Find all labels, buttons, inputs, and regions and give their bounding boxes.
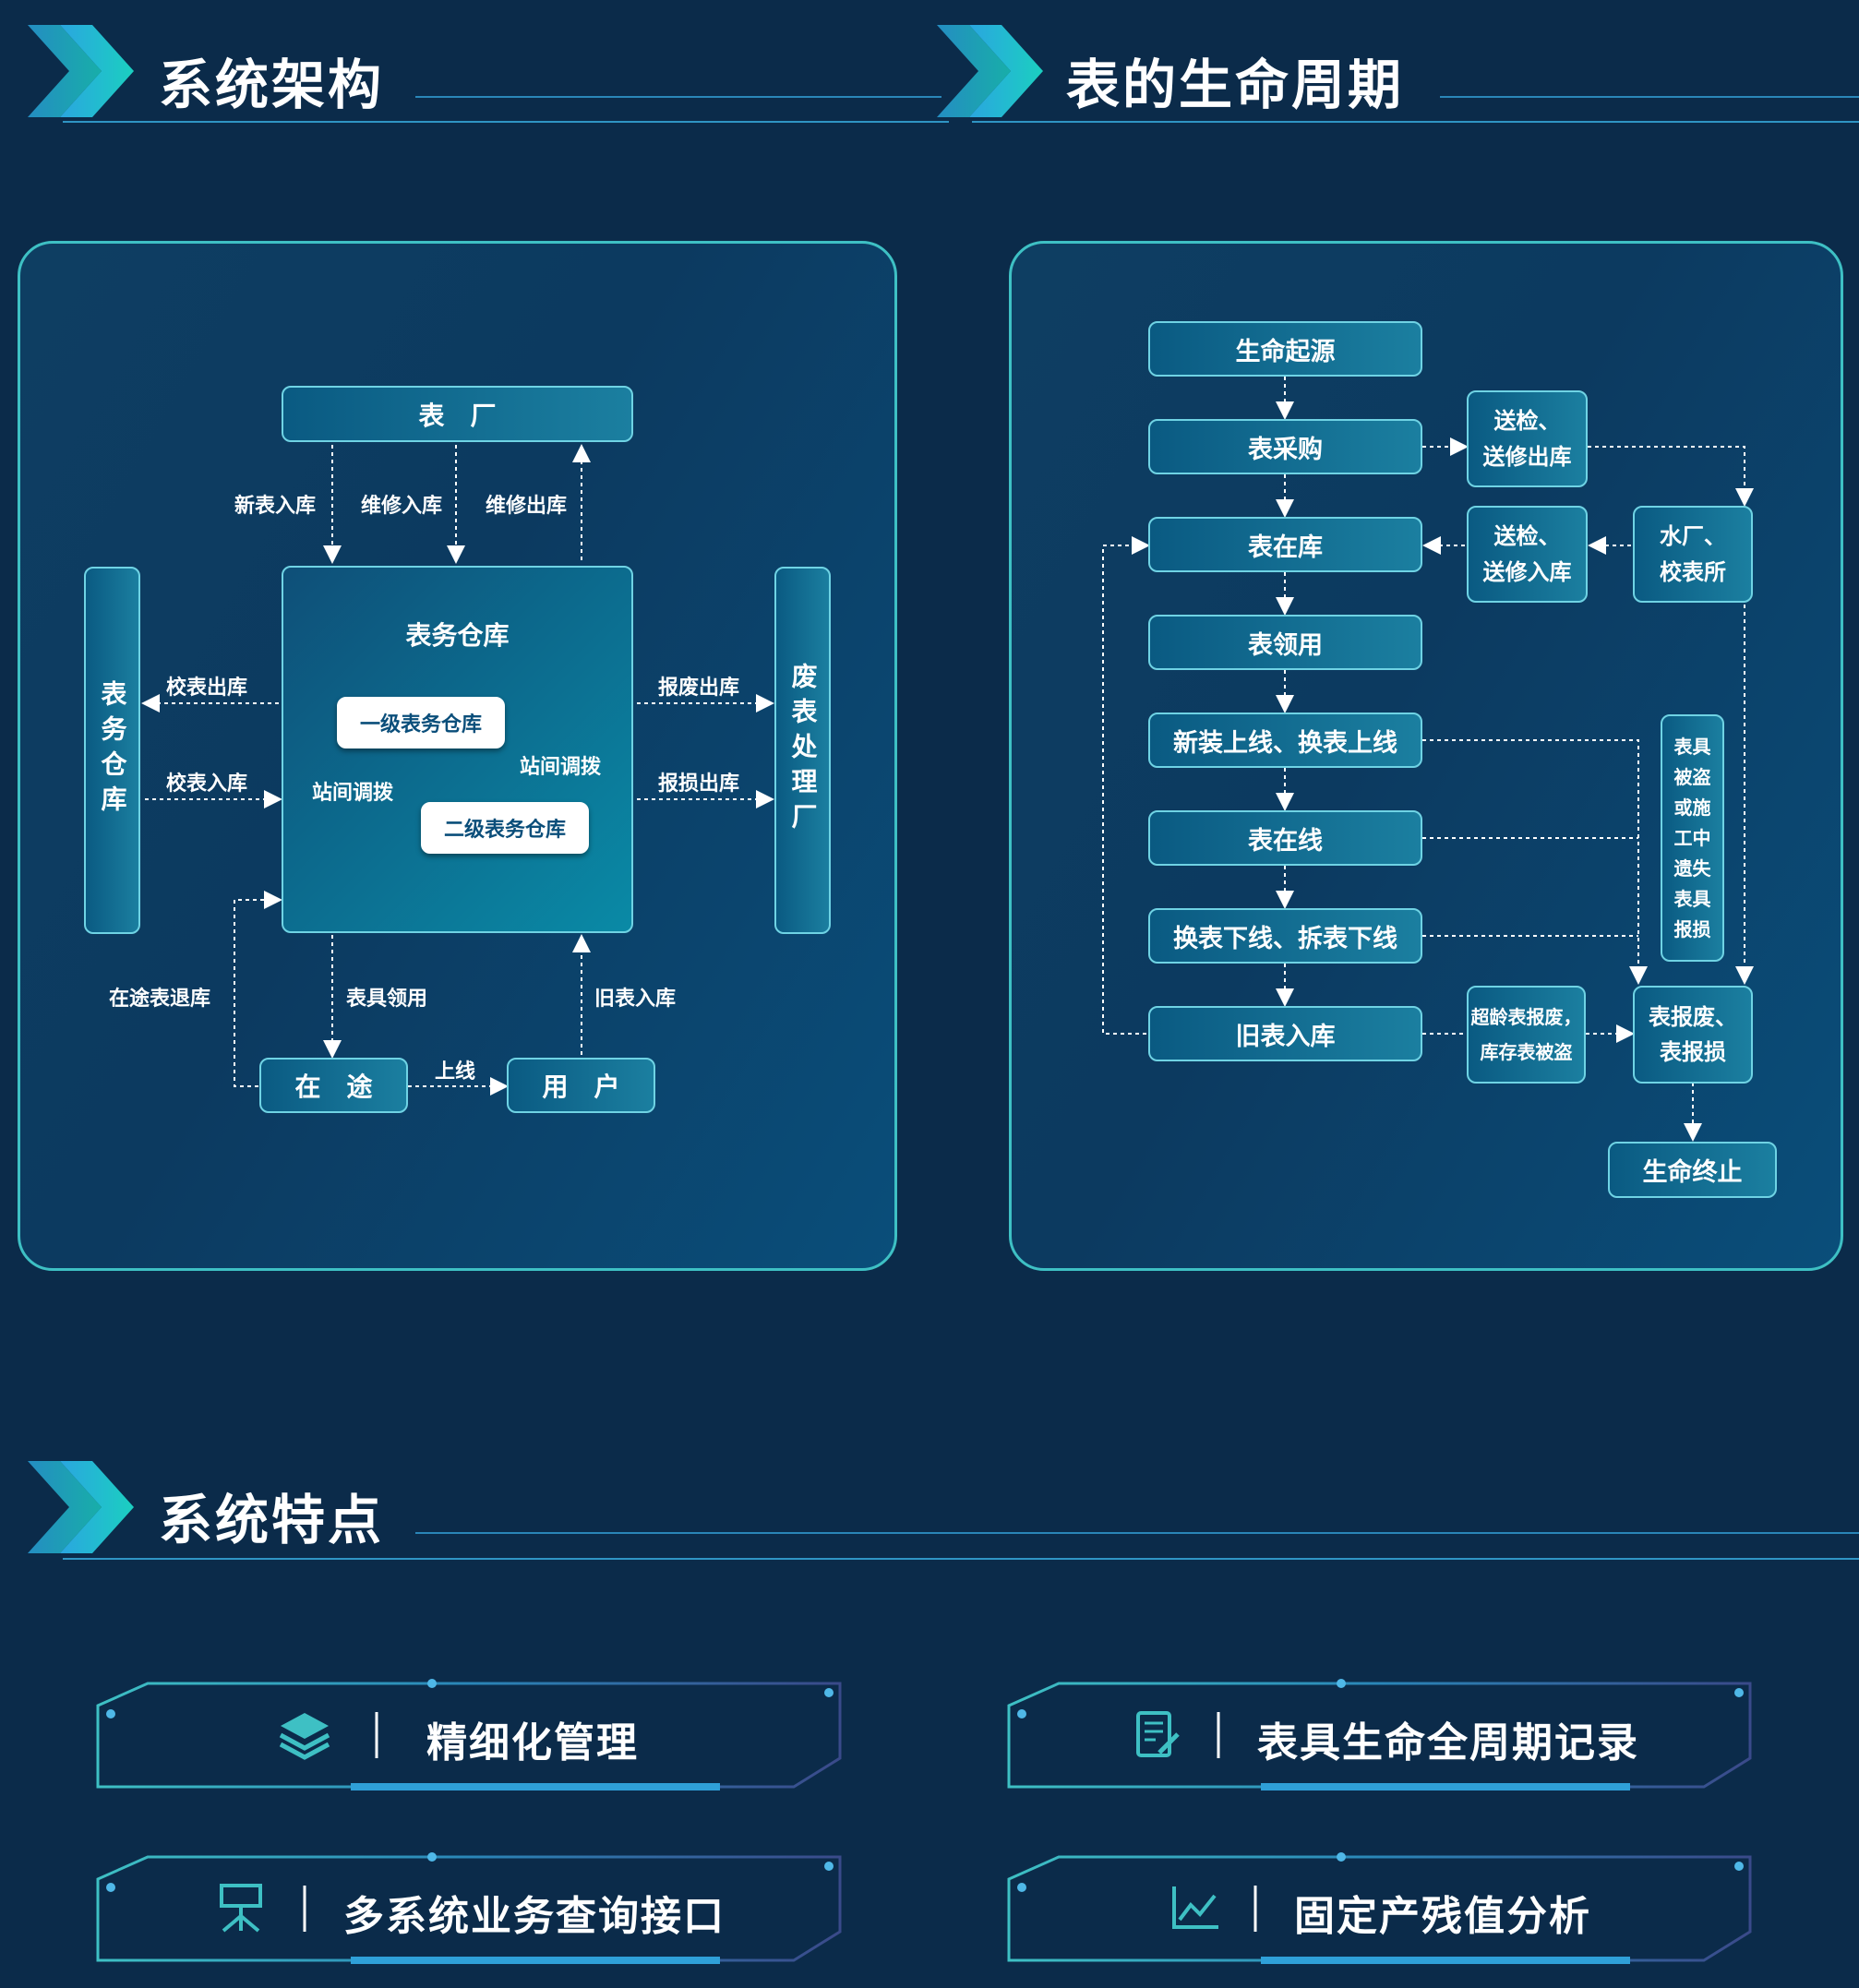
label-scrap-out: 报废出库: [658, 677, 740, 700]
overage-box[interactable]: 超龄表报废， 库存表被盗: [1467, 986, 1586, 1084]
install-box[interactable]: 新装上线、换表上线: [1148, 713, 1422, 768]
left-warehouse-box[interactable]: 表务仓库: [84, 567, 140, 934]
purchase-box[interactable]: 表采购: [1148, 419, 1422, 474]
offline-box[interactable]: 换表下线、拆表下线: [1148, 908, 1422, 964]
label-damage-out: 报损出库: [658, 772, 740, 796]
label-transfer-left: 站间调拨: [312, 782, 394, 805]
chevron-double-icon: [28, 1461, 134, 1553]
online-box[interactable]: 表在线: [1148, 810, 1422, 866]
label-calib-in: 校表入库: [166, 772, 248, 796]
feature-label: 多系统业务查询接口: [343, 1893, 726, 1940]
label-old-in: 旧表入库: [594, 988, 677, 1011]
transit-box[interactable]: 在 途: [259, 1058, 408, 1113]
line-chart-icon: [1172, 1886, 1218, 1929]
scrap-plant-box[interactable]: 废表处理厂: [774, 567, 831, 934]
label-repair-out: 维修出库: [486, 495, 568, 518]
feature-label: 固定产残值分析: [1294, 1893, 1591, 1940]
stolen-box[interactable]: 表具被盗或施工中遗失表具报损: [1661, 714, 1724, 962]
warehouse-box[interactable]: 表务仓库: [282, 566, 633, 933]
level2-warehouse[interactable]: 二级表务仓库: [421, 802, 589, 854]
label-repair-in: 维修入库: [361, 495, 443, 518]
header-line: [972, 121, 1859, 123]
chevron-double-icon: [937, 25, 1043, 117]
use-box[interactable]: 表领用: [1148, 615, 1422, 670]
inspect-in-box[interactable]: 送检、 送修入库: [1467, 506, 1588, 603]
end-box[interactable]: 生命终止: [1608, 1142, 1777, 1198]
level1-warehouse[interactable]: 一级表务仓库: [337, 697, 505, 748]
origin-box[interactable]: 生命起源: [1148, 321, 1422, 377]
network-icon: [220, 1884, 262, 1933]
user-box[interactable]: 用 户: [507, 1058, 655, 1113]
inspect-out-box[interactable]: 送检、 送修出库: [1467, 390, 1588, 487]
layers-icon: [279, 1713, 330, 1760]
chevron-double-icon: [28, 25, 134, 117]
old-in-box[interactable]: 旧表入库: [1148, 1006, 1422, 1061]
label-transit-return: 在途表退库: [109, 988, 211, 1011]
features-title: 系统特点: [159, 1489, 385, 1551]
in-stock-box[interactable]: 表在库: [1148, 517, 1422, 572]
document-edit-icon: [1136, 1711, 1180, 1757]
label-transfer-right: 站间调拨: [520, 756, 602, 779]
header-line: [415, 1532, 1859, 1534]
header-line: [415, 96, 941, 98]
label-online: 上线: [435, 1060, 476, 1084]
plant-box[interactable]: 水厂、 校表所: [1633, 506, 1753, 603]
factory-box[interactable]: 表 厂: [282, 386, 633, 442]
header-line: [1440, 96, 1859, 98]
label-meter-use: 表具领用: [346, 988, 428, 1011]
architecture-title: 系统架构: [159, 54, 385, 116]
feature-label: 表具生命全周期记录: [1257, 1719, 1639, 1766]
scrap-box[interactable]: 表报废、 表报损: [1633, 986, 1753, 1084]
label-new-in: 新表入库: [234, 495, 317, 518]
feature-label: 精细化管理: [426, 1719, 639, 1766]
header-line: [63, 1558, 1859, 1560]
label-calib-out: 校表出库: [166, 677, 248, 700]
header-line: [63, 121, 949, 123]
lifecycle-title: 表的生命周期: [1066, 54, 1405, 116]
